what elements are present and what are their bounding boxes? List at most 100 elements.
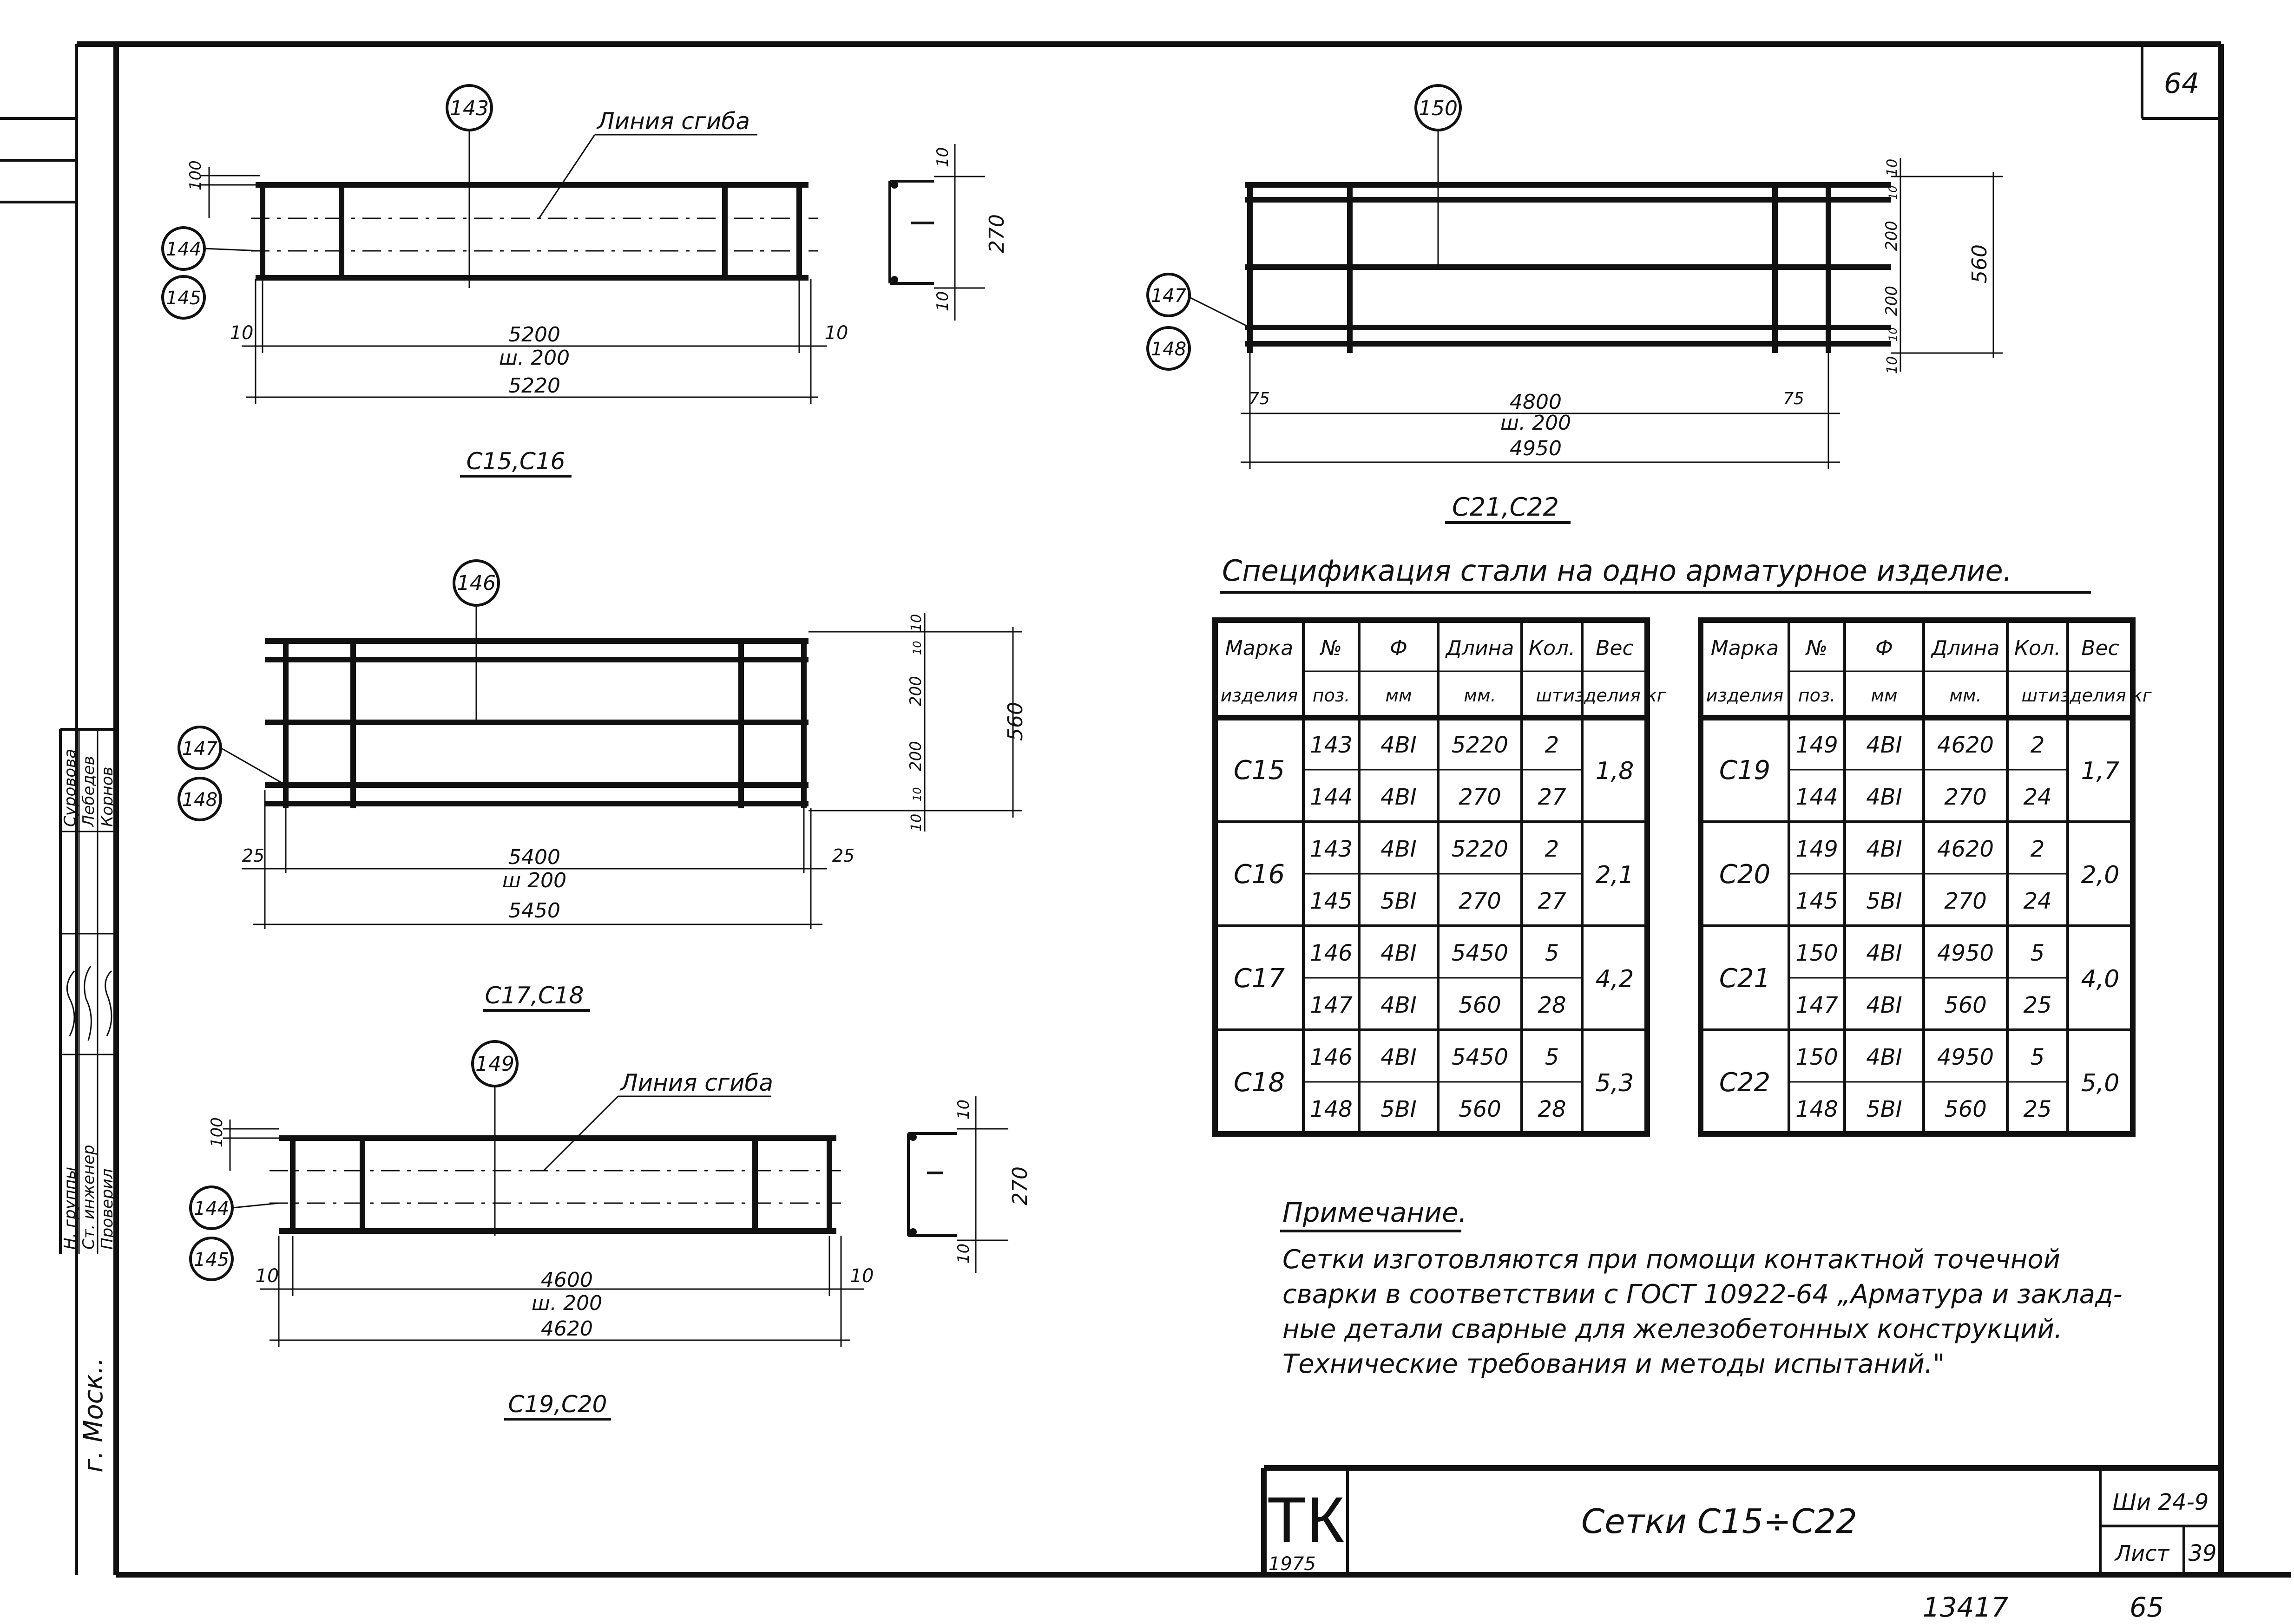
callout-144-label: 144 — [194, 1198, 229, 1219]
spec-left-cell-С16-r2-c3: 270 — [1459, 888, 1501, 914]
drawing-c21-c22: 150 147 148 10 10 200 200 10 10 560 75 7… — [1146, 84, 2003, 524]
right-dim-total: 560 — [1004, 702, 1027, 741]
spec-right-header-3-bottom: мм — [1871, 685, 1897, 706]
spec-right-cell-С19-r1-c2: 4ВI — [1866, 732, 1902, 758]
dim-main: 5200 — [508, 323, 560, 347]
sheet-frame — [0, 41, 2291, 1578]
section-c15: 10 270 10 — [888, 144, 1009, 321]
spec-left-header-3-top: Ф — [1390, 636, 1407, 660]
caption: С17,С18 — [485, 982, 584, 1009]
note: Примечание. Сетки изготовляются при помо… — [1280, 1197, 2123, 1379]
spec-right-cell-С19-r2-c2: 4ВI — [1866, 784, 1902, 810]
callout-143-label: 143 — [450, 97, 489, 120]
callout-145-label: 145 — [166, 288, 201, 309]
drawing-c17-c18: 146 147 148 10 10 200 200 10 10 560 25 2… — [177, 559, 1027, 1012]
section-dim-top: 10 — [933, 147, 952, 167]
spec-right-cell-С21-r2-c3: 560 — [1944, 992, 1987, 1018]
right-dim-5: 10 — [1886, 327, 1900, 341]
spec-left-cell-С15-r1-c2: 4ВI — [1380, 732, 1417, 758]
callout-147-label: 147 — [1151, 285, 1187, 307]
spec-left-header-6-bottom: изделия кг — [1563, 685, 1666, 706]
spec-right-cell-С21-r2-c2: 4ВI — [1866, 992, 1902, 1018]
callout-144-label: 144 — [166, 239, 201, 260]
bend-line-label: Линия сгиба — [619, 1069, 773, 1096]
spec-right-cell-С20-r1-c1: 149 — [1795, 836, 1838, 862]
spec-right-cell-С21-r2-c4: 25 — [2023, 992, 2051, 1018]
spec-table-left: Маркаизделия№поз.ФммДлинамм.Кол.шт.Весиз… — [1212, 617, 1667, 1137]
spec-right-cell-С19-r1-c3: 4620 — [1937, 732, 1994, 758]
spec-right-mark-С19: С19 — [1719, 755, 1770, 786]
page-number-box: 64 — [2141, 44, 2221, 120]
spec-right-header-1-top: Марка — [1711, 636, 1779, 660]
spec-left-cell-С16-r2-c4: 27 — [1538, 888, 1566, 914]
spec-left-header-1-bottom: изделия — [1221, 685, 1298, 706]
spec-left-cell-С18-r1-c2: 4ВI — [1380, 1044, 1417, 1070]
spec-right-cell-С19-r2-c1: 144 — [1795, 784, 1838, 810]
spec-right-cell-С20-r2-c1: 145 — [1795, 888, 1838, 914]
callout-150 — [1414, 84, 1462, 131]
sequence-number: 65 — [2130, 1591, 2164, 1623]
spec-right-cell-С20-r1-c3: 4620 — [1937, 836, 1994, 862]
stamp-name-2: Лебедев — [79, 756, 98, 828]
callout-148-label: 148 — [182, 789, 217, 811]
note-line-2: сварки в соответствии с ГОСТ 10922-64 „А… — [1282, 1279, 2123, 1310]
right-dim-5: 10 — [911, 787, 924, 801]
callout-149 — [471, 1040, 519, 1087]
dim-total: 5450 — [508, 899, 560, 923]
spec-right-cell-С20-r1-c4: 2 — [2031, 836, 2045, 862]
tk-logo: ТК — [1267, 1483, 1344, 1556]
callout-147-label: 147 — [182, 738, 218, 760]
spec-left-cell-С17-r1-c4: 5 — [1545, 940, 1559, 966]
spec-left-mark-С18: С18 — [1234, 1067, 1285, 1098]
spec-right-cell-С21-r1-c4: 5 — [2031, 940, 2045, 966]
callout-143 — [446, 84, 493, 131]
sheet-label: Лист — [2114, 1541, 2170, 1566]
note-line-3: ные детали сварные для железобетонных ко… — [1282, 1314, 2063, 1344]
spec-right-cell-С22-r1-c4: 5 — [2031, 1044, 2045, 1070]
spec-right-cell-С20-r2-c3: 270 — [1944, 888, 1987, 914]
spec-left-cell-С17-r2-c2: 4ВI — [1380, 992, 1417, 1018]
dim-end-right: 10 — [850, 1265, 874, 1287]
spec-left-cell-С15-r2-c3: 270 — [1459, 784, 1501, 810]
spec-left-cell-С15-r2-c4: 27 — [1538, 784, 1566, 810]
spec-left-cell-С18-r2-c3: 560 — [1459, 1096, 1501, 1122]
spec-left-cell-С15-r1-c1: 143 — [1310, 732, 1353, 758]
spec-left-cell-С15-r1-c4: 2 — [1545, 732, 1559, 758]
section-dim-height: 270 — [985, 214, 1009, 253]
spec-left-weight-С18: 5,3 — [1596, 1069, 1634, 1097]
right-dim-6: 10 — [908, 814, 925, 832]
section-dim-bottom: 10 — [954, 1244, 973, 1264]
spec-right-cell-С19-r2-c4: 24 — [2023, 784, 2051, 810]
stamp-role-2: Ст. инженер — [79, 1145, 98, 1250]
spec-right-cell-С22-r1-c3: 4950 — [1937, 1044, 1994, 1070]
section-dim-top: 10 — [954, 1100, 973, 1120]
spec-right-header-3-top: Ф — [1875, 636, 1893, 660]
right-dim-4: 200 — [1882, 286, 1901, 316]
callout-145-label: 145 — [194, 1249, 229, 1270]
stamp-name-1: Суровова — [61, 749, 79, 827]
dim-pitch: ш. 200 — [532, 1291, 602, 1315]
dim-main: 5400 — [508, 845, 560, 869]
callout-148 — [177, 777, 222, 821]
note-line-4: Технические требования и методы испытани… — [1282, 1349, 1945, 1379]
right-dim-total: 560 — [1968, 244, 1992, 283]
note-title: Примечание. — [1282, 1197, 1467, 1228]
spec-right-header-2-top: № — [1805, 636, 1827, 660]
spec-right-header-4-bottom: мм. — [1949, 685, 1981, 706]
dim-total: 5220 — [508, 374, 560, 398]
side-stamp: Н. группы Ст. инженер Проверил Суровова … — [59, 728, 117, 1254]
spec-left-cell-С17-r2-c4: 28 — [1538, 992, 1566, 1018]
spec-right-cell-С21-r1-c3: 4950 — [1937, 940, 1994, 966]
spec-right-header-6-bottom: изделия кг — [2049, 685, 2152, 706]
spec-right-cell-С22-r2-c1: 148 — [1795, 1096, 1838, 1122]
right-dim-4: 200 — [907, 741, 925, 771]
dim-end-left: 10 — [256, 1265, 279, 1287]
stamp-role-3: Проверил — [98, 1169, 117, 1250]
callout-148 — [1146, 326, 1191, 371]
bend-line-label: Линия сгиба — [596, 108, 750, 135]
spec-right-header-5-bottom: шт. — [2022, 685, 2054, 706]
spec-left-cell-С15-r2-c1: 144 — [1310, 784, 1353, 810]
spec-left-cell-С17-r1-c1: 146 — [1310, 940, 1353, 966]
spec-title: Спецификация стали на одно арматурное из… — [1222, 554, 2012, 588]
